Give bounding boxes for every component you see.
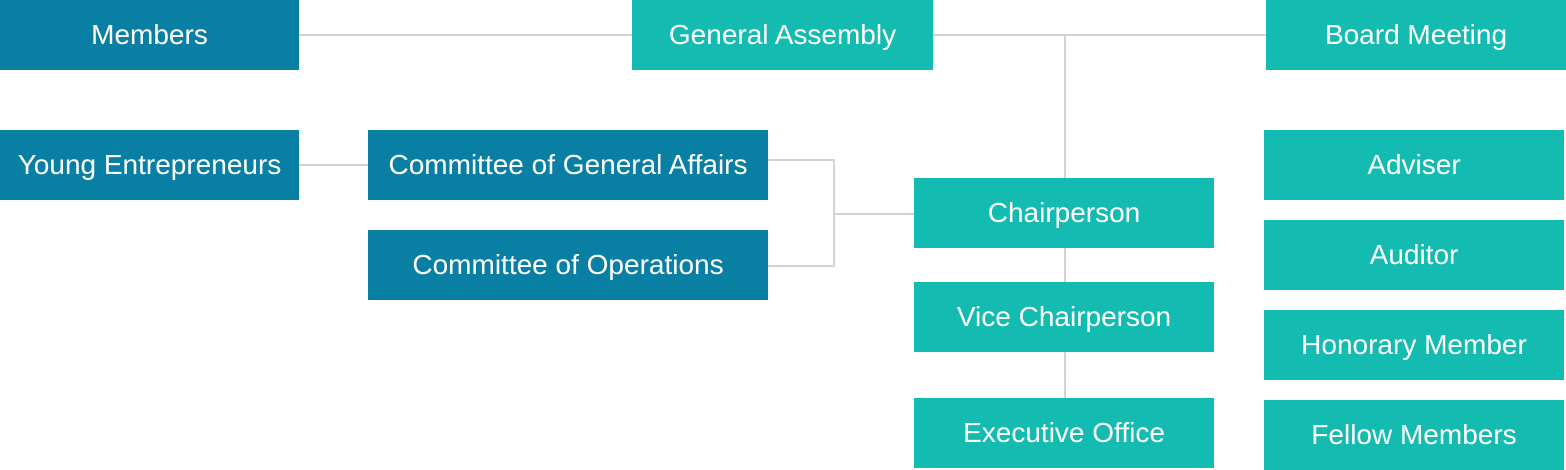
executive-office-label: Executive Office (963, 417, 1165, 448)
committee-general-affairs-box: Committee of General Affairs (368, 130, 768, 200)
fellow-members-box: Fellow Members (1264, 400, 1564, 470)
vice-chairperson-label: Vice Chairperson (956, 301, 1172, 332)
general-assembly-label: General Assembly (668, 19, 897, 50)
committee-operations-box: Committee of Operations (368, 230, 768, 300)
vice-chairperson-box: Vice Chairperson (914, 282, 1214, 352)
committee-general-affairs-label: Committee of General Affairs (388, 149, 748, 180)
honorary-member-box: Honorary Member (1264, 310, 1564, 380)
executive-office-box: Executive Office (914, 398, 1214, 468)
honorary-member-label: Honorary Member (1301, 329, 1527, 360)
adviser-label: Adviser (1367, 149, 1461, 180)
committee-operations-label: Committee of Operations (412, 249, 724, 280)
fellow-members-label: Fellow Members (1311, 419, 1517, 450)
board-meeting-label: Board Meeting (1324, 19, 1508, 50)
young-entrepreneurs-label: Young Entrepreneurs (17, 149, 282, 180)
chairperson-label: Chairperson (987, 197, 1141, 228)
auditor-box: Auditor (1264, 220, 1564, 290)
auditor-label: Auditor (1369, 239, 1459, 270)
young-entrepreneurs-box: Young Entrepreneurs (0, 130, 299, 200)
connector-committees-bracket (768, 159, 835, 267)
adviser-box: Adviser (1264, 130, 1564, 200)
members-box: Members (0, 0, 299, 70)
members-label: Members (91, 19, 208, 50)
chairperson-box: Chairperson (914, 178, 1214, 248)
general-assembly-box: General Assembly (632, 0, 933, 70)
board-meeting-box: Board Meeting (1266, 0, 1566, 70)
